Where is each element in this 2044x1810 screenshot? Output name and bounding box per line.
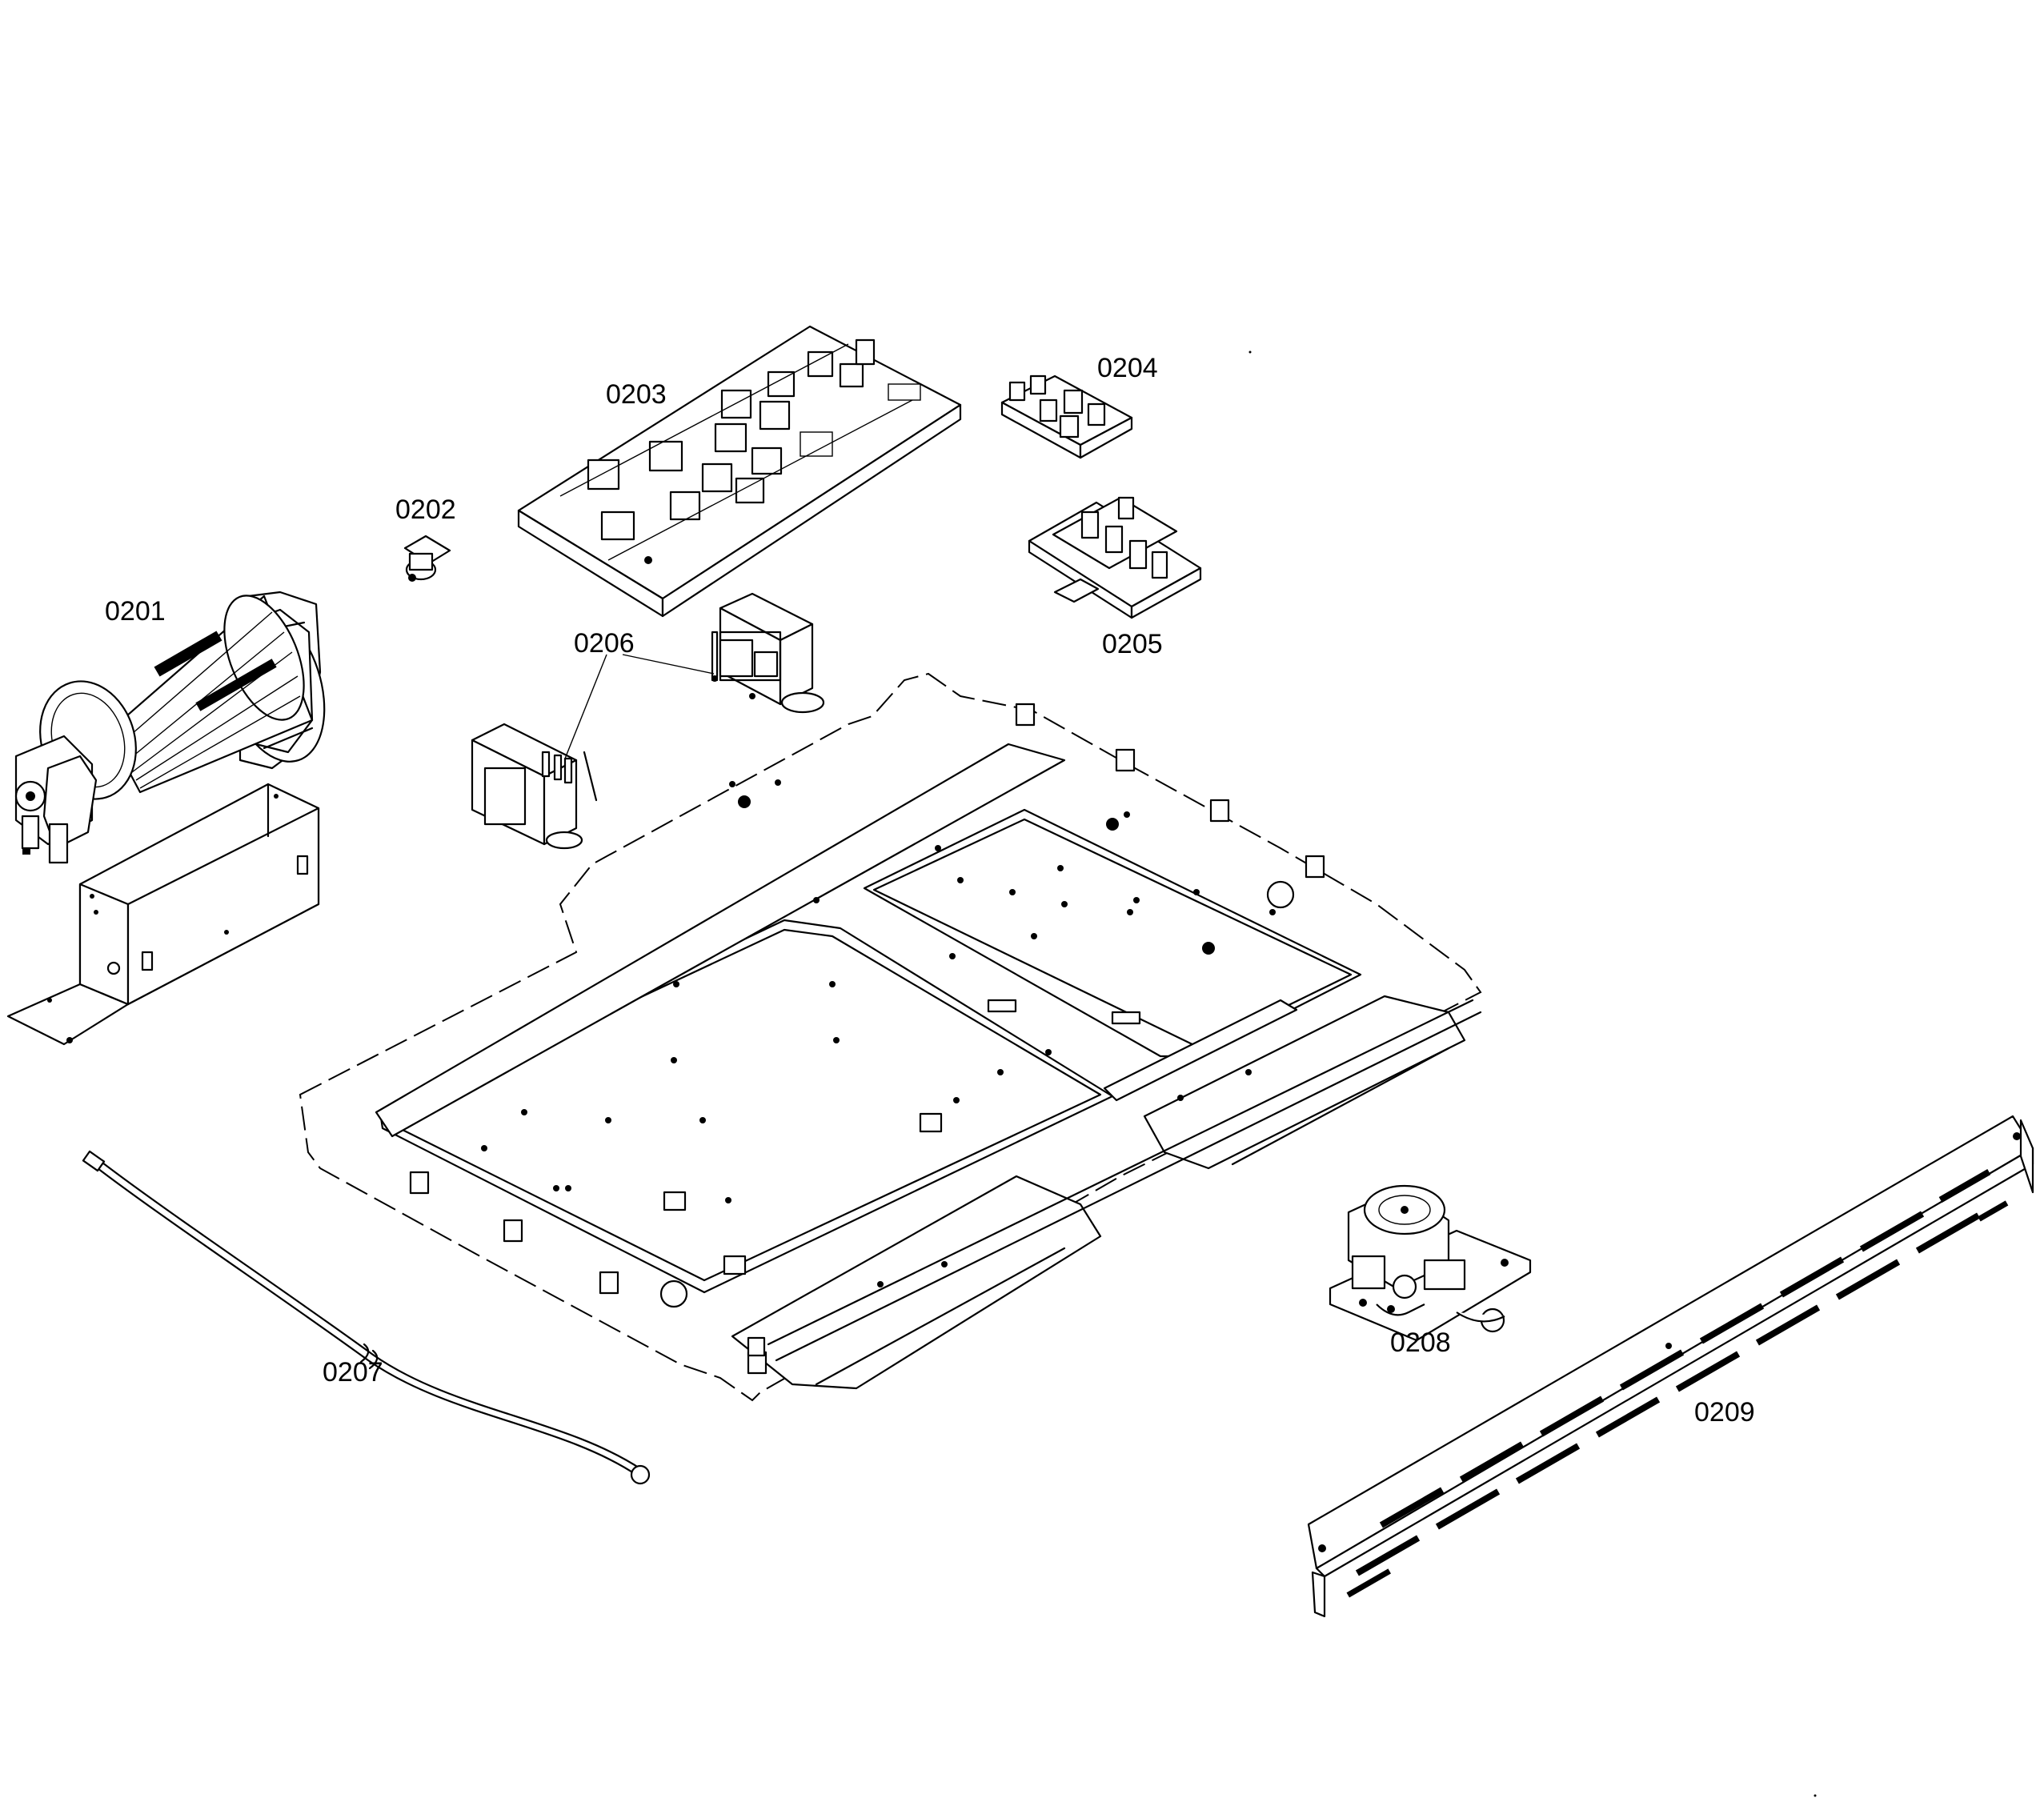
label-0204: 0204 [1097,353,1158,383]
wire-harness-icon[interactable] [82,1150,651,1485]
door-lock-motor-icon[interactable] [1329,1184,1532,1342]
label-0201: 0201 [105,596,166,627]
terminal-block-icon[interactable] [1028,496,1202,619]
thermostat-icon[interactable] [403,535,451,582]
transformer-icon[interactable] [471,592,825,850]
oven-bottom-chassis [299,672,1482,1402]
vent-trim-icon[interactable] [1307,1115,2034,1618]
label-0207: 0207 [323,1357,383,1388]
label-0208: 0208 [1390,1327,1451,1358]
fan-bracket-icon [6,783,320,1046]
label-0209: 0209 [1694,1397,1755,1428]
control-board-icon[interactable] [517,325,962,618]
label-0206: 0206 [574,628,635,659]
label-0205: 0205 [1102,629,1163,659]
relay-board-icon[interactable] [1000,374,1133,459]
convection-fan-motor-icon[interactable] [14,584,343,864]
label-0203: 0203 [606,379,667,410]
label-0202: 0202 [395,495,456,525]
